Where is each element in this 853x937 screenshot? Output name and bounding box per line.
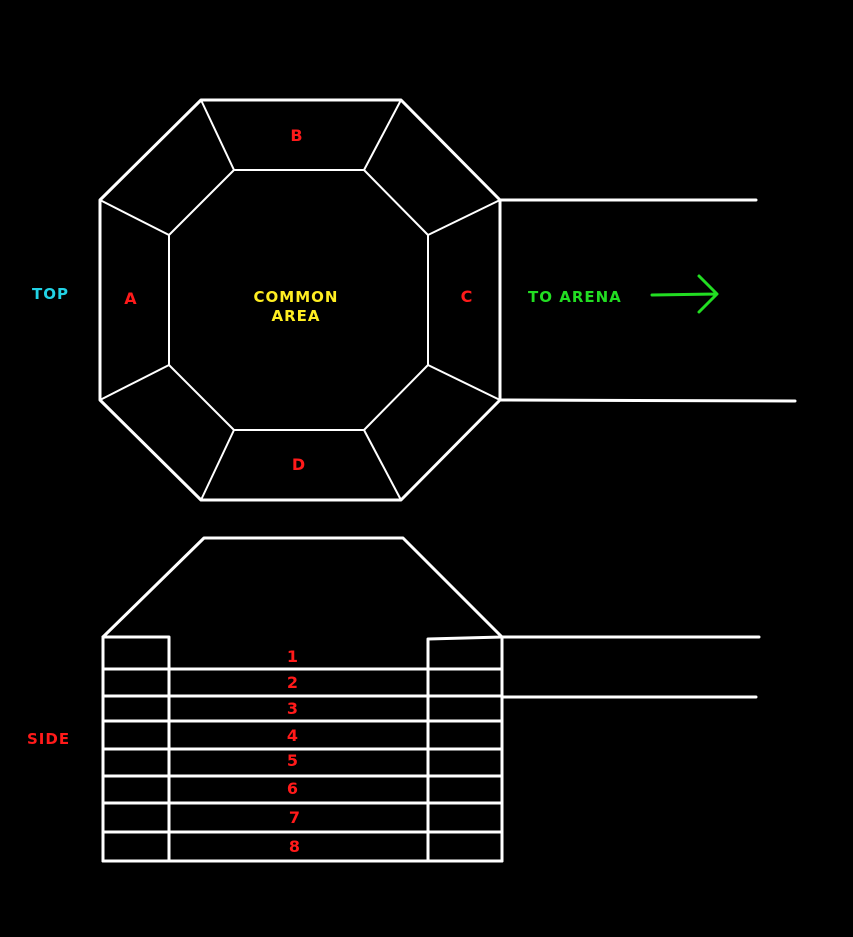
divider (200, 99, 235, 171)
top-view-label: TOP (32, 285, 69, 303)
level-label: 5 (287, 751, 299, 770)
roof-right-ledge (426, 635, 504, 863)
level-label: 6 (287, 779, 299, 798)
divider (363, 429, 402, 501)
section-b-label: B (290, 126, 303, 145)
divider (99, 199, 170, 236)
common-area-label-line2: AREA (271, 307, 320, 325)
section-a-label: A (124, 289, 137, 308)
divider (427, 199, 501, 236)
level-label: 2 (287, 673, 299, 692)
arrow-right-icon (650, 274, 719, 314)
divider (200, 429, 235, 501)
roof-left-ledge (101, 635, 171, 863)
common-area-label-line1: COMMON (254, 288, 339, 306)
roof-outline (101, 536, 504, 639)
divider (427, 364, 501, 401)
level-label: 1 (287, 647, 299, 666)
top-view: TOP A B C D COMMON AREA TO ARENA (32, 98, 797, 502)
side-view-label: SIDE (27, 730, 70, 748)
level-label: 3 (287, 699, 299, 718)
side-view: SIDE 1 2 3 4 5 6 7 8 (27, 536, 761, 863)
level-label: 4 (287, 726, 299, 745)
section-d-label: D (292, 455, 306, 474)
divider (363, 99, 402, 171)
level-label: 8 (289, 837, 301, 856)
corridor-bottom-wall (498, 398, 797, 403)
level-label: 7 (289, 808, 301, 827)
section-c-label: C (461, 287, 474, 306)
to-arena-label: TO ARENA (528, 288, 622, 306)
divider (99, 364, 170, 401)
